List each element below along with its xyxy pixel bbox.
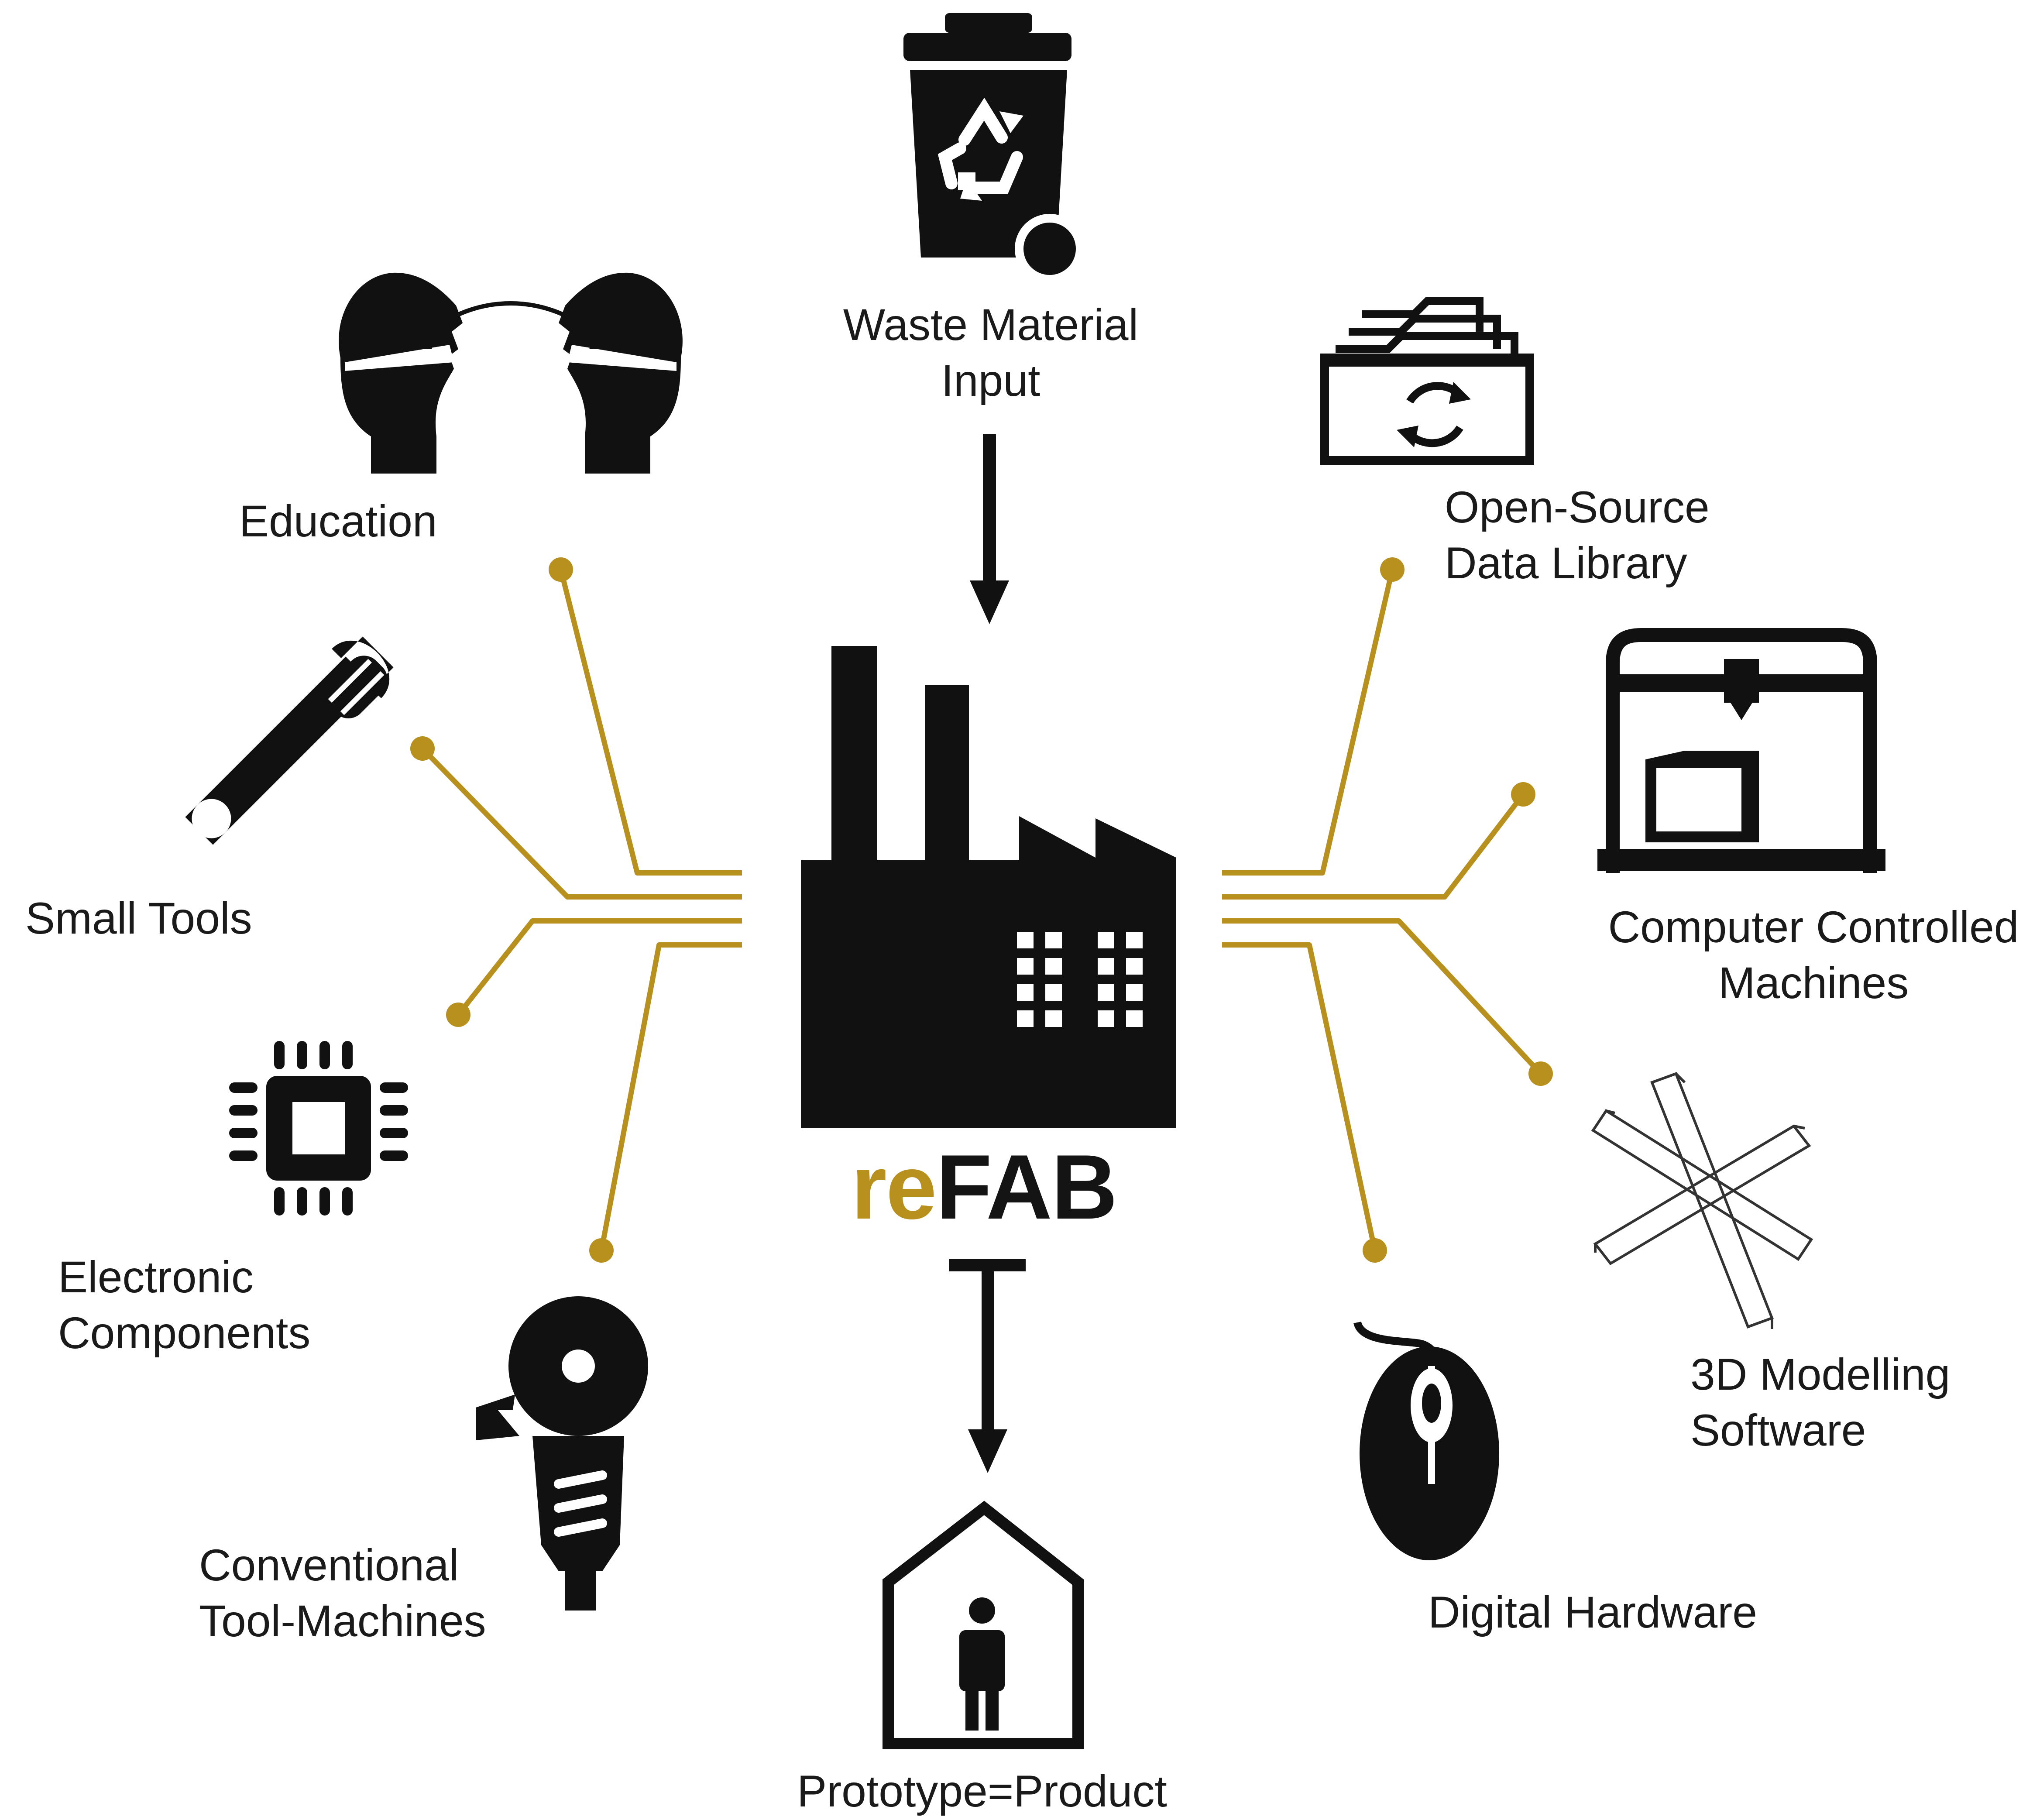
dot-cnc bbox=[1511, 782, 1535, 807]
dot-education bbox=[549, 557, 573, 582]
connector-electronics bbox=[456, 918, 742, 1016]
dot-tool-machines bbox=[589, 1238, 614, 1263]
dot-small-tools bbox=[410, 736, 435, 761]
brand-prefix: re bbox=[851, 1136, 937, 1238]
label-waste-material-input: Waste Material Input bbox=[843, 300, 1139, 405]
angle-grinder-icon bbox=[476, 1296, 648, 1611]
two-heads-exchange-icon bbox=[339, 272, 683, 474]
label-3d-modelling-software: 3D Modelling Software bbox=[1690, 1350, 1951, 1455]
label-conventional-tool-machines: Conventional Tool-Machines bbox=[199, 1540, 486, 1646]
connector-education bbox=[558, 569, 742, 876]
connector-data-library bbox=[1222, 569, 1395, 876]
label-open-source-data-library: Open-Source Data Library bbox=[1445, 482, 1710, 588]
dot-electronics bbox=[446, 1003, 470, 1027]
connector-lines bbox=[420, 569, 1543, 1251]
connector-tool-machines bbox=[599, 942, 742, 1251]
mouse-icon bbox=[1353, 1321, 1499, 1560]
label-prototype-product: Prototype=Product bbox=[797, 1766, 1167, 1816]
connector-hardware bbox=[1222, 942, 1377, 1251]
3d-printer-icon bbox=[1597, 628, 1885, 873]
brand-suffix: FAB bbox=[936, 1136, 1118, 1238]
file-box-sync-icon bbox=[1320, 297, 1534, 465]
3d-axes-icon bbox=[1591, 1072, 1813, 1329]
house-person-icon bbox=[883, 1501, 1084, 1749]
output-arrow bbox=[949, 1259, 1026, 1473]
label-small-tools: Small Tools bbox=[25, 893, 252, 943]
connector-dots bbox=[410, 557, 1553, 1263]
brand-logo: reFAB bbox=[851, 1135, 1157, 1240]
connector-modelling bbox=[1222, 918, 1543, 1076]
dot-data-library bbox=[1380, 557, 1405, 582]
label-electronic-components: Electronic Components bbox=[58, 1252, 311, 1358]
label-computer-controlled-machines: Computer Controlled Machines bbox=[1608, 902, 2019, 1008]
connector-small-tools bbox=[420, 746, 742, 900]
factory-icon bbox=[801, 646, 1176, 1128]
recycling-bin-icon bbox=[903, 13, 1085, 284]
connector-cnc bbox=[1222, 793, 1525, 900]
dot-hardware bbox=[1363, 1238, 1387, 1263]
label-education: Education bbox=[239, 496, 437, 546]
factory-windows bbox=[1017, 932, 1143, 1027]
microchip-icon bbox=[229, 1041, 408, 1216]
wrench-screwdriver-icon bbox=[185, 636, 394, 845]
input-arrow bbox=[970, 434, 1009, 624]
dot-modelling bbox=[1528, 1061, 1553, 1086]
label-digital-hardware: Digital Hardware bbox=[1428, 1587, 1757, 1637]
